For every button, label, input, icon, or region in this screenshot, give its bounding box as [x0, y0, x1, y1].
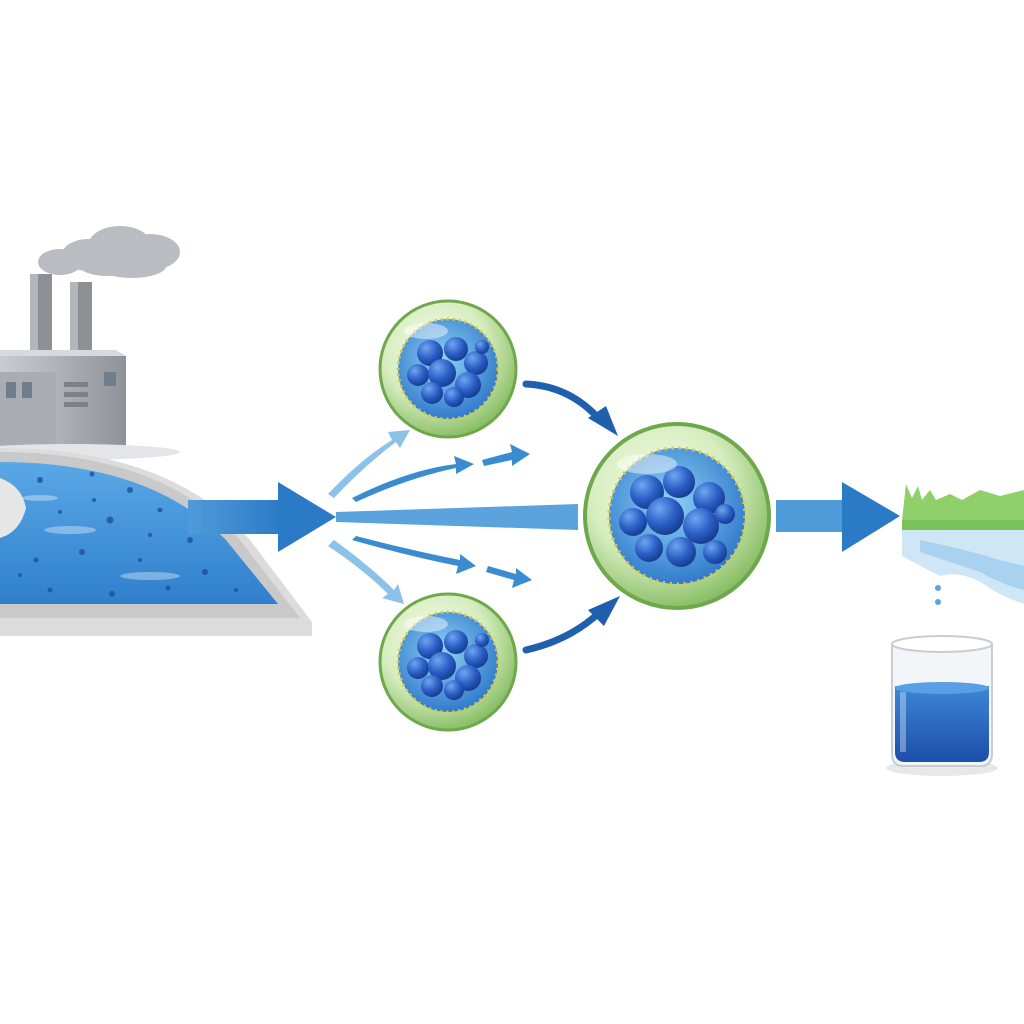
beaker-icon — [886, 635, 998, 776]
pond-icon — [0, 448, 312, 636]
factory-icon — [0, 226, 180, 460]
arrow-merged-to-clean-water — [776, 482, 900, 552]
arrow-stream — [336, 504, 578, 530]
cell-icon — [583, 422, 771, 610]
smoke-icon — [38, 226, 180, 278]
arrow-pond-to-cells — [188, 482, 336, 552]
landscape-icon — [902, 484, 1024, 605]
cell-icon — [378, 592, 518, 732]
arrow-fan-down — [328, 536, 532, 604]
arrow-top-cell-to-merged — [522, 380, 618, 436]
cell-icon — [378, 299, 518, 439]
arrow-bottom-cell-to-merged — [522, 596, 620, 654]
arrow-fan-up — [328, 430, 530, 502]
